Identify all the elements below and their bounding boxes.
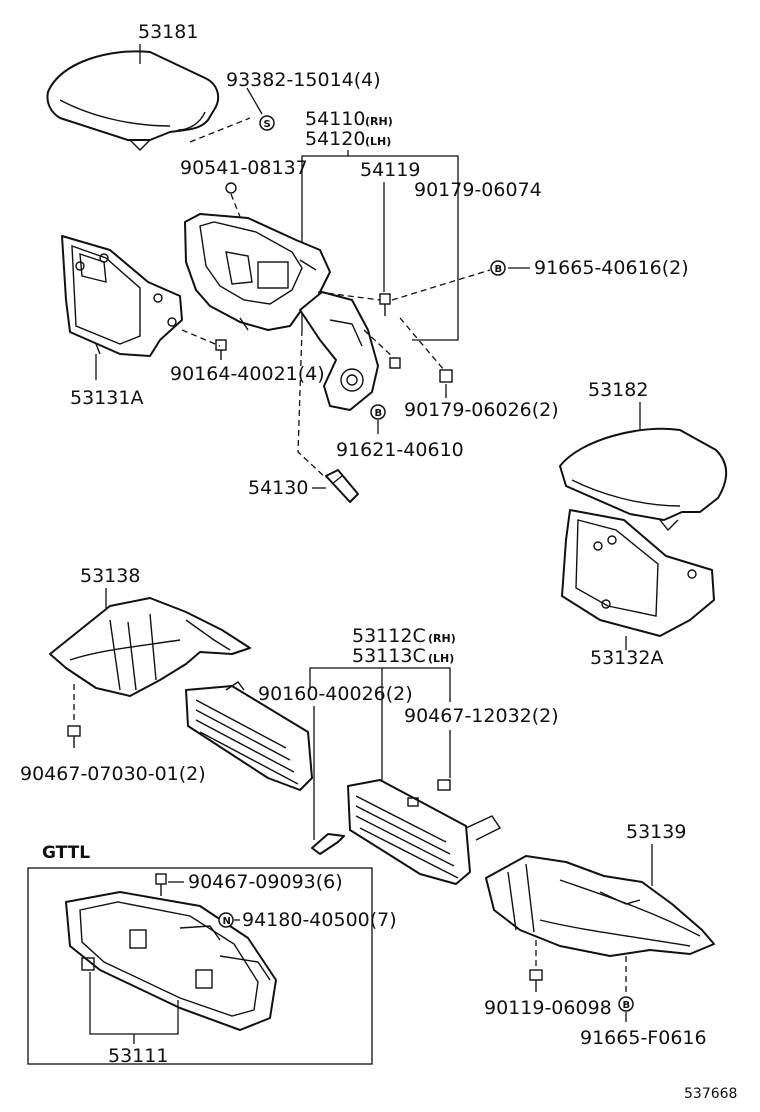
grille-right-drawing [347,779,502,885]
label-54110-side: (RH) [365,115,393,128]
svg-text:B: B [495,264,503,275]
label-54120-side: (LH) [365,135,391,148]
leader-53112C-left [309,667,380,690]
dash-90164 [181,329,221,347]
dash-91665a [391,269,491,301]
label-91621-40610: 91621-40610 [336,439,464,461]
drawing-number: 537668 [684,1086,737,1102]
part-53138-drawing [49,597,251,697]
clip-90541-icon [225,182,237,194]
gttl-box [27,867,373,1065]
b-badge-icon-c: B [618,996,634,1012]
dash-54119 [317,291,381,301]
s-badge-icon: S [259,115,275,131]
label-53138: 53138 [80,565,140,587]
label-54120: 54120 [305,128,365,150]
label-53182: 53182 [588,379,648,401]
part-53181-drawing [46,50,220,151]
svg-text:B: B [623,1000,631,1011]
label-53112C-side: (RH) [428,632,456,645]
label-90467-07030-01: 90467-07030-01(2) [20,763,206,785]
label-53112C: 53112C [352,625,426,647]
dash-nut-a [363,329,395,359]
leader-53112C-right [380,667,451,702]
clip-90467-12032-icon [437,779,451,791]
bolt-90164-icon [215,339,227,360]
label-54110: 54110 [305,108,365,130]
label-53181: 53181 [138,21,198,43]
label-90467-09093: 90467-09093(6) [188,871,343,893]
label-90179-06074: 90179-06074 [414,179,542,201]
label-90160-40026: 90160-40026(2) [258,683,413,705]
label-91665-F0616: 91665-F0616 [580,1027,707,1049]
label-53132A: 53132A [590,647,663,669]
label-54119: 54119 [360,159,420,181]
n-badge-icon: N [218,912,234,928]
label-90119-06098: 90119-06098 [484,997,612,1019]
nut-90179-06074-icon [389,357,401,369]
label-gttl: GTTL [42,843,90,863]
nut-90179-06026-icon [439,369,453,383]
part-53182-drawing [559,427,727,532]
part-53132A-drawing [561,509,715,637]
part-53131A-drawing [61,235,183,357]
clip-53111-icon [81,957,95,971]
screw-54119-icon [379,293,391,316]
label-53139: 53139 [626,821,686,843]
label-93382-15014: 93382-15014(4) [226,69,381,91]
bolt-54130-icon [325,469,359,503]
label-53113C: 53113C [352,645,426,667]
label-90164-40021: 90164-40021(4) [170,363,325,385]
label-90179-06026: 90179-06026(2) [404,399,559,421]
clip-90467-09093-icon [155,873,167,896]
bracket-54110-drawing [184,213,379,411]
leader-54110-right [348,155,459,341]
b-badge-icon-b: B [370,404,386,420]
b-badge-icon-a: B [490,260,506,276]
label-94180-40500: 94180-40500(7) [242,909,397,931]
label-91665-40616: 91665-40616(2) [534,257,689,279]
dash-54130 [297,329,327,479]
leader-93382 [246,87,263,115]
svg-text:N: N [223,916,231,927]
grille-left-drawing [185,681,313,791]
label-53111: 53111 [108,1045,168,1067]
label-90467-12032: 90467-12032(2) [404,705,559,727]
dash-93382 [189,117,251,143]
svg-text:S: S [264,119,271,130]
label-53113C-side: (LH) [428,652,454,665]
label-53131A: 53131A [70,387,143,409]
part-53139-drawing [485,855,715,957]
screw-90119-icon [529,969,543,992]
svg-text:B: B [375,408,383,419]
dash-90179b [399,317,445,371]
label-90541-08137: 90541-08137 [180,157,308,179]
label-54130: 54130 [248,477,308,499]
screw-90160-icon [311,833,345,855]
clip-90467-07030-icon [67,725,81,748]
